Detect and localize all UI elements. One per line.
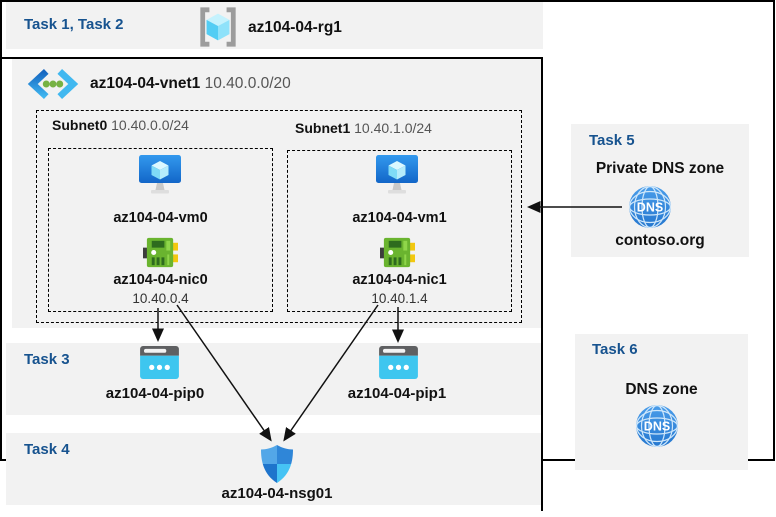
nic0-icon	[143, 235, 178, 270]
vm0-icon	[138, 154, 182, 200]
subnet1-title: Subnet1 10.40.1.0/24	[295, 120, 432, 136]
task5-title: Private DNS zone	[595, 160, 725, 177]
vm1-label: az104-04-vm1	[352, 210, 447, 226]
subnets-container	[36, 110, 522, 323]
resource-group-icon	[195, 6, 241, 48]
pip1-icon	[379, 346, 418, 379]
vnet-box-top-border	[1, 57, 542, 59]
subnet1-cidr: 10.40.1.0/24	[354, 120, 432, 136]
pip0-label: az104-04-pip0	[105, 385, 205, 402]
pip1-label: az104-04-pip1	[347, 385, 447, 402]
dns-badge-text-task5: DNS	[637, 201, 663, 215]
task6-title: DNS zone	[625, 381, 698, 398]
task6-box	[575, 334, 748, 470]
nic1-label: az104-04-nic1	[352, 272, 447, 288]
vm1-icon	[375, 154, 419, 200]
vnet-cidr: 10.40.0.0/20	[204, 75, 291, 92]
task4-label: Task 4	[24, 441, 70, 458]
nic1-icon	[380, 235, 415, 270]
nic0-ip: 10.40.0.4	[132, 291, 189, 306]
subnet1-box	[287, 150, 512, 312]
subnet0-cidr: 10.40.0.0/24	[111, 117, 189, 133]
subnet0-title: Subnet0 10.40.0.0/24	[52, 117, 189, 133]
vnet-name: az104-04-vnet1	[90, 75, 201, 92]
task12-label: Task 1, Task 2	[24, 16, 124, 33]
vnet-title: az104-04-vnet1 10.40.0.0/20	[90, 75, 291, 93]
nsg-icon	[259, 444, 295, 484]
task12-band	[6, 2, 543, 49]
private-dns-zone-icon: DNS	[628, 185, 672, 229]
vnet-box-right-border	[541, 57, 543, 511]
nic0-label: az104-04-nic0	[113, 272, 208, 288]
virtual-network-icon	[26, 66, 80, 102]
nic1-ip: 10.40.1.4	[371, 291, 428, 306]
pip0-icon	[140, 346, 179, 379]
vm0-label: az104-04-vm0	[113, 210, 208, 226]
subnet1-name: Subnet1	[295, 120, 351, 136]
task5-zone-label: contoso.org	[615, 232, 705, 249]
dns-zone-icon: DNS	[635, 404, 679, 448]
task6-label: Task 6	[592, 341, 638, 358]
subnet0-box	[48, 148, 273, 312]
task3-band	[6, 343, 541, 415]
nsg-label: az104-04-nsg01	[221, 485, 333, 502]
subnet0-name: Subnet0	[52, 117, 108, 133]
dns-badge-text-task6: DNS	[644, 420, 670, 434]
resource-group-label: az104-04-rg1	[248, 19, 342, 36]
task5-label: Task 5	[589, 132, 635, 149]
task3-label: Task 3	[24, 351, 70, 368]
vnet-subnet-backdrop	[12, 59, 541, 328]
